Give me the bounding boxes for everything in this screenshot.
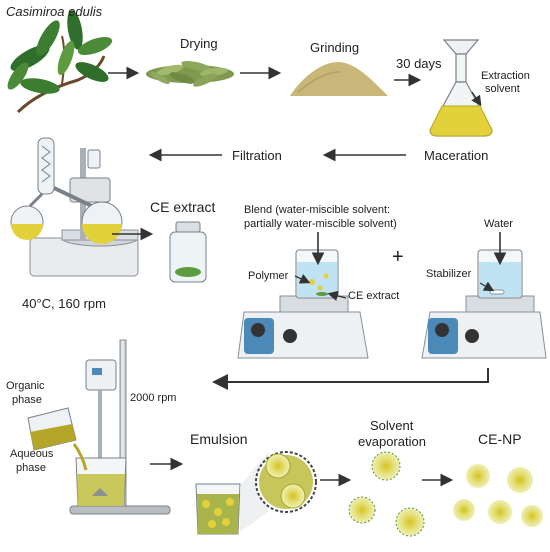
organic-label: Organic [6,380,45,392]
ce-np-label: CE-NP [478,431,522,447]
blend-line-2: partially water-miscible solvent) [244,218,397,230]
ce-np-icon [453,464,543,527]
maceration-label: Maceration [424,148,489,163]
stabilizer-label: Stabilizer [426,268,472,280]
evaporating-nanoparticles-icon [348,451,425,537]
ce-extract-title: CE extract [150,199,216,215]
magnetic-stirrer-icon [237,232,369,359]
magnetic-stirrer-icon-2 [421,232,547,359]
blend-line-1: Blend (water-miscible solvent: [244,204,391,216]
arrow-to-emulsification [212,368,489,390]
polymer-label: Polymer [248,270,289,282]
extraction-solvent-label: solvent [485,83,520,95]
emulsion-label: Emulsion [190,431,248,447]
plant-icon [7,10,113,114]
organic-phase-label: phase [12,394,42,406]
extraction-label: Extraction [481,70,530,82]
extract-vial-icon [169,221,207,283]
powder-pile-icon [290,62,388,96]
plus-sign: + [392,246,404,268]
days-label: 30 days [396,56,442,71]
grinding-label: Grinding [310,40,360,55]
drying-label: Drying [180,36,218,51]
homogenizer-icon [27,339,171,515]
erlenmeyer-flask-icon [429,39,493,137]
ce-extract-label: CE extract [348,290,400,302]
water-label: Water [484,218,513,230]
evaporation-label: evaporation [358,434,426,449]
rpm-label: 2000 rpm [130,392,177,404]
rotary-evaporator-icon [10,137,139,277]
dried-leaves-icon [146,60,234,87]
rotavap-conditions: 40°C, 160 rpm [22,296,106,311]
aqueous-label: Aqueous [10,448,54,460]
filtration-label: Filtration [232,148,282,163]
species-label: Casimiroa edulis [6,4,103,19]
aqueous-phase-label: phase [16,462,46,474]
solvent-label: Solvent [370,418,414,433]
emulsion-icon [195,451,317,535]
